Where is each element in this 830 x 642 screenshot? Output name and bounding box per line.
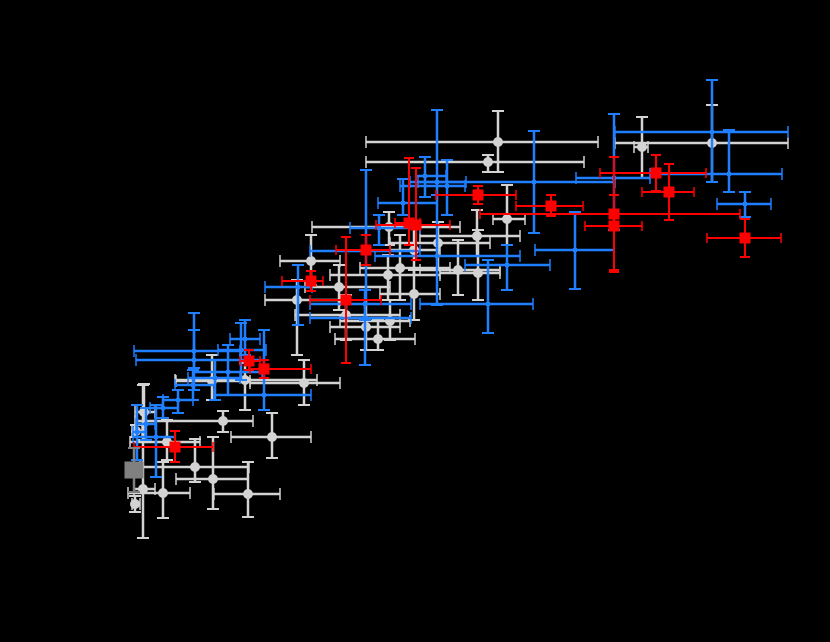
data-point xyxy=(249,359,312,379)
data-point xyxy=(134,410,254,433)
data-point xyxy=(335,234,391,266)
data-point xyxy=(309,236,382,364)
data-point xyxy=(716,191,772,218)
data-point xyxy=(230,412,312,459)
data-point xyxy=(374,194,521,306)
data-point xyxy=(534,211,615,290)
data-point xyxy=(394,157,421,246)
data-point xyxy=(334,319,416,351)
data-point xyxy=(641,163,695,221)
data-point xyxy=(614,79,789,183)
data-point xyxy=(239,349,261,371)
series-dark-gray xyxy=(124,447,144,493)
data-point xyxy=(129,495,141,513)
data-point xyxy=(399,159,466,216)
series-red xyxy=(133,154,782,463)
data-point xyxy=(435,185,517,205)
data-point xyxy=(365,154,585,173)
data-point xyxy=(359,234,451,301)
data-point xyxy=(464,244,551,291)
data-point xyxy=(706,218,782,258)
data-point xyxy=(281,270,324,292)
data-point xyxy=(515,194,584,217)
data-point xyxy=(124,447,144,493)
data-point xyxy=(304,264,391,311)
data-point xyxy=(599,154,707,192)
data-point xyxy=(584,194,643,271)
data-point xyxy=(309,299,412,366)
series-gray xyxy=(127,104,789,539)
data-point xyxy=(633,116,649,179)
series-blue xyxy=(131,79,789,478)
data-point xyxy=(379,269,441,321)
data-point xyxy=(213,461,281,518)
